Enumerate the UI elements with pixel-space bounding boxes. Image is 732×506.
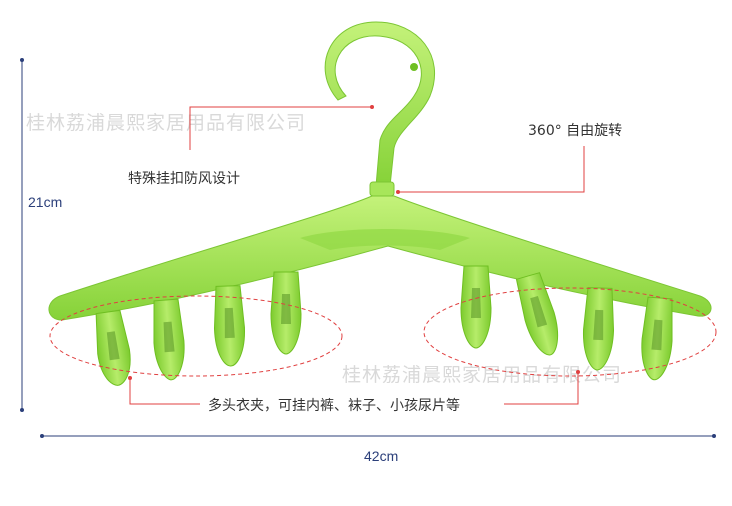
width-dimension-line — [40, 434, 716, 438]
callout-rotation — [396, 146, 585, 194]
clip-right-4 — [641, 296, 673, 381]
watermark-top: 桂林荔浦晨熙家居用品有限公司 — [26, 112, 307, 134]
clips-right-highlight — [423, 287, 717, 377]
clip-right-1 — [460, 265, 492, 349]
callout-clips — [128, 370, 580, 405]
rotation-label: 360° 自由旋转 — [528, 123, 623, 139]
clip-left-1 — [95, 309, 131, 386]
clip-right-2 — [515, 272, 559, 356]
hanger-bar — [48, 195, 712, 321]
windproof-label: 特殊挂扣防风设计 — [128, 171, 240, 187]
clips-left-highlight — [49, 295, 343, 377]
hanger-hook — [324, 21, 435, 187]
clip-left-3 — [213, 285, 245, 367]
watermark-bottom: 桂林荔浦晨熙家居用品有限公司 — [342, 364, 623, 386]
clip-right-3 — [583, 287, 615, 371]
clip-left-2 — [153, 298, 185, 381]
width-label: 42cm — [364, 448, 399, 464]
height-dimension-line — [20, 58, 24, 412]
clip-left-4 — [270, 271, 302, 355]
height-label: 21cm — [28, 194, 63, 210]
callout-windproof — [189, 105, 374, 150]
swivel-joint — [369, 181, 395, 197]
clips-label: 多头衣夹，可挂内裤、袜子、小孩尿片等 — [208, 398, 460, 414]
